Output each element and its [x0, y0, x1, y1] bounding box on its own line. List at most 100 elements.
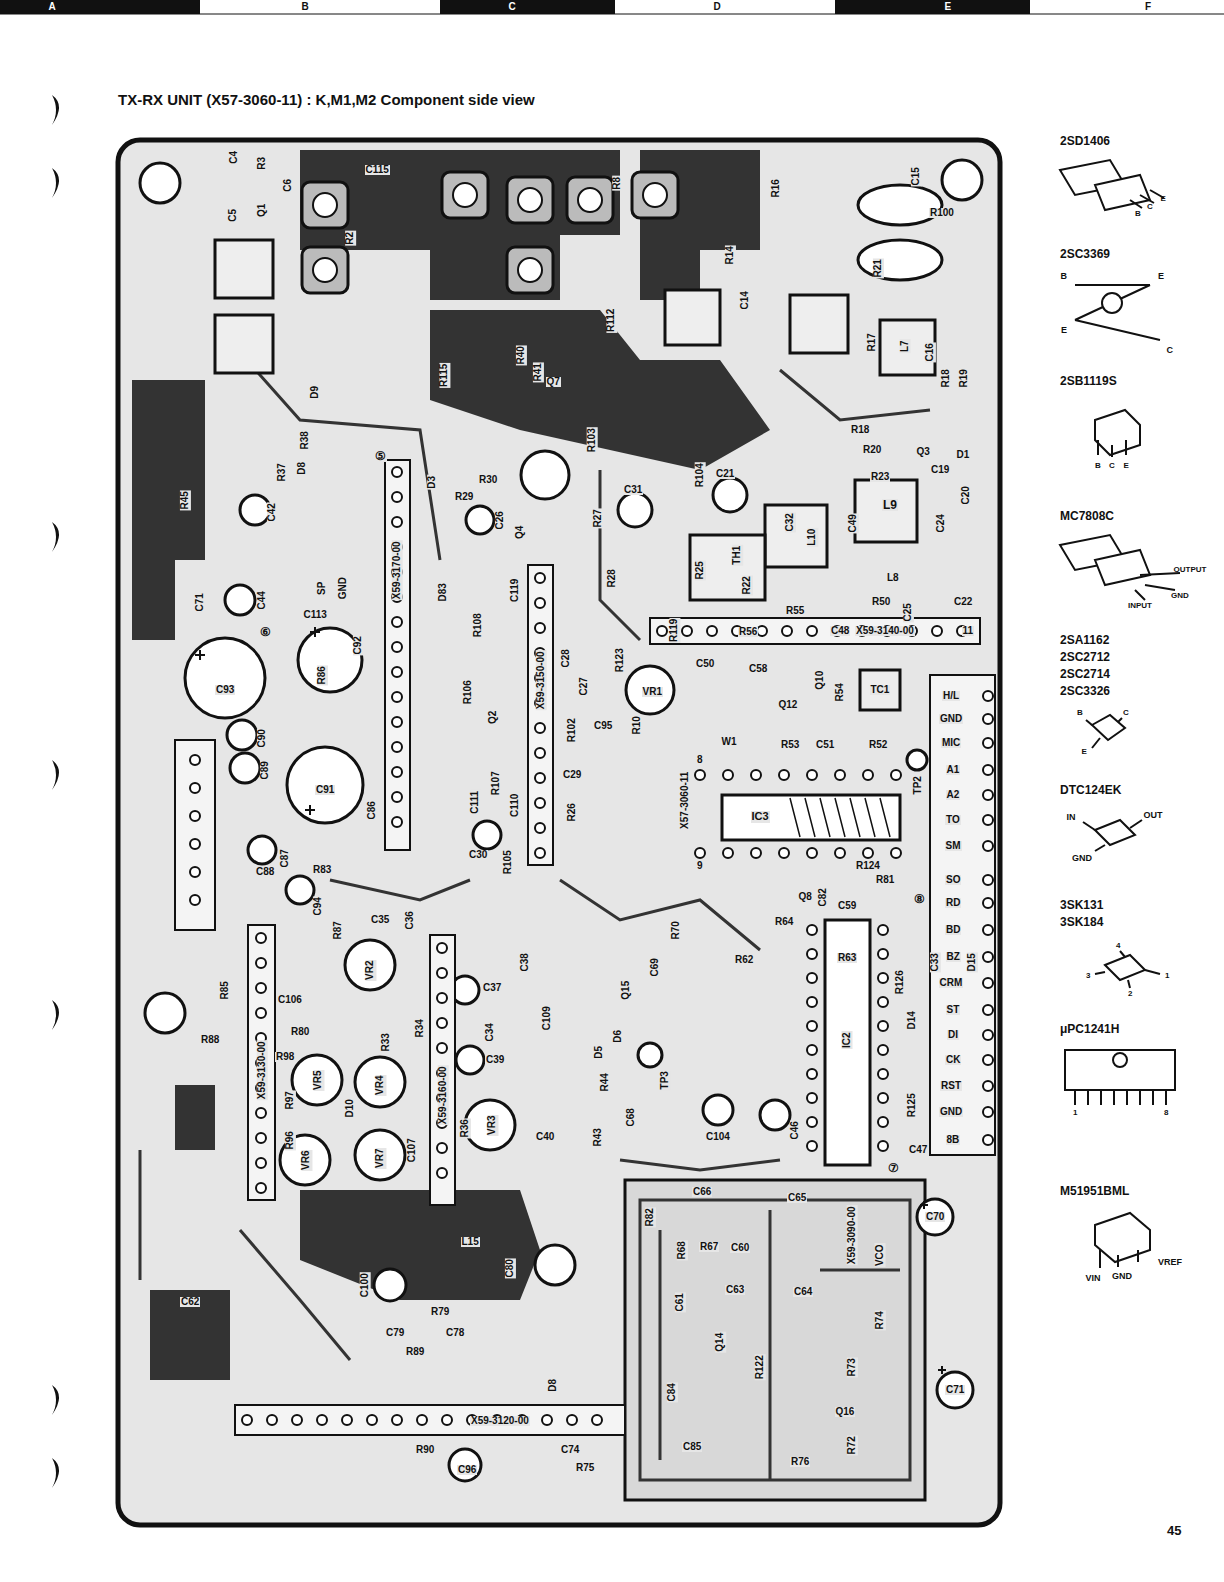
part-ref-label: C49 — [848, 513, 859, 533]
pin-name: GND — [1072, 854, 1092, 863]
part-ref-label: R64 — [774, 917, 794, 928]
part-ref-label: C111 — [470, 789, 481, 814]
part-ref-label: IC2 — [842, 1031, 853, 1049]
pin-name: B — [1061, 272, 1068, 281]
part-ref-label: C59 — [837, 901, 857, 912]
part-ref-label: R103 — [587, 427, 598, 453]
solder-pad — [392, 617, 402, 627]
part-ref-label: C85 — [682, 1442, 702, 1453]
part-ref-label: D14 — [907, 1010, 918, 1030]
part-name: 2SC3326 — [1060, 685, 1110, 698]
pin-name: OUT — [1144, 811, 1163, 820]
part-ref-label: SP — [317, 580, 328, 595]
part-ref-label: D8 — [297, 460, 308, 475]
solder-pad — [807, 1093, 817, 1103]
connector-strip — [175, 460, 995, 1435]
part-ref-label: GND — [338, 576, 349, 600]
solder-pad — [983, 898, 993, 908]
solder-pad — [807, 626, 817, 636]
part-ref-label: C91 — [315, 785, 335, 796]
column-letter: A — [49, 2, 56, 13]
part-ref-label: R104 — [695, 462, 706, 488]
pin-name: OUTPUT — [1174, 566, 1207, 574]
solder-pad — [535, 598, 545, 608]
part-ref-label: D9 — [310, 384, 321, 399]
part-ref-label: C26 — [495, 510, 506, 530]
solder-pad — [695, 770, 705, 780]
solder-pad — [983, 738, 993, 748]
part-ref-label: VR2 — [365, 959, 376, 980]
part-ref-label: Q2 — [488, 709, 499, 724]
part-ref-label: R83 — [312, 865, 332, 876]
part-ref-label: C38 — [520, 952, 531, 972]
part-ref-label: R30 — [478, 475, 498, 486]
solder-pad — [782, 626, 792, 636]
part-ref-label: C40 — [535, 1132, 555, 1143]
sub-board — [625, 1180, 925, 1500]
solder-pad — [723, 770, 733, 780]
part-ref-label: R8 — [612, 175, 623, 190]
part-ref-label: R81 — [875, 875, 895, 886]
solder-pad — [807, 1117, 817, 1127]
pin-name: C — [1167, 346, 1174, 355]
solder-pad — [592, 1415, 602, 1425]
solder-pad — [342, 1415, 352, 1425]
solder-pad — [437, 1043, 447, 1053]
pin-name: E — [1161, 195, 1166, 203]
solder-pad — [835, 848, 845, 858]
solder-pad — [983, 691, 993, 701]
part-ref-label: D83 — [438, 582, 449, 602]
part-ref-label: W1 — [721, 737, 738, 748]
part-ref-label: R41 — [533, 362, 544, 382]
solder-pad — [190, 811, 200, 821]
solder-pad — [190, 783, 200, 793]
part-name: 2SC2712 — [1060, 651, 1110, 664]
solder-pad — [878, 973, 888, 983]
part-ref-label: CK — [945, 1055, 961, 1066]
solder-pad — [878, 1117, 888, 1127]
part-ref-label: C30 — [468, 850, 488, 861]
part-ref-label: C61 — [675, 1292, 686, 1312]
polarity-mark — [195, 627, 946, 1374]
solder-pad — [863, 770, 873, 780]
solder-pad — [392, 1415, 402, 1425]
solder-pad — [392, 767, 402, 777]
solder-pad — [878, 1021, 888, 1031]
part-ref-label: 11 — [962, 626, 975, 637]
part-ref-label: R53 — [780, 740, 800, 751]
solder-pad — [567, 1415, 577, 1425]
part-ref-label: C39 — [485, 1055, 505, 1066]
part-ref-label: C69 — [650, 957, 661, 977]
part-ref-label: L8 — [886, 573, 900, 584]
part-ref-label: C6 — [283, 177, 294, 192]
transistor-can — [313, 183, 667, 282]
part-ref-label: R82 — [645, 1207, 656, 1227]
part-ref-label: X57-3060-11 — [680, 770, 691, 829]
part-ref-label: R105 — [503, 849, 514, 875]
part-ref-label: R44 — [600, 1072, 611, 1092]
part-ref-label: BZ — [946, 952, 961, 963]
solder-pad — [437, 993, 447, 1003]
solder-pad — [392, 692, 402, 702]
part-ref-label: R3 — [257, 155, 268, 170]
part-ref-label: Q8 — [798, 892, 813, 903]
part-ref-label: R97 — [285, 1090, 296, 1110]
part-ref-label: ⑤ — [374, 450, 387, 463]
part-ref-label: R43 — [593, 1127, 604, 1147]
part-ref-label: C84 — [667, 1382, 678, 1402]
solder-pad — [535, 848, 545, 858]
part-name: 2SC3369 — [1060, 248, 1110, 261]
solder-pad — [983, 1135, 993, 1145]
part-ref-label: R17 — [867, 332, 878, 352]
part-ref-label: R89 — [405, 1347, 425, 1358]
part-ref-label: R63 — [837, 953, 857, 964]
part-name: 3SK184 — [1060, 916, 1103, 929]
solder-pad — [190, 755, 200, 765]
part-ref-label: ⑧ — [913, 893, 926, 906]
solder-pad — [695, 848, 705, 858]
part-ref-label: R50 — [871, 597, 891, 608]
column-band-line — [0, 14, 1224, 15]
pin-name: B — [1135, 210, 1141, 218]
column-letter: C — [509, 2, 516, 13]
part-ref-label: X59-3150-00 — [536, 650, 547, 710]
